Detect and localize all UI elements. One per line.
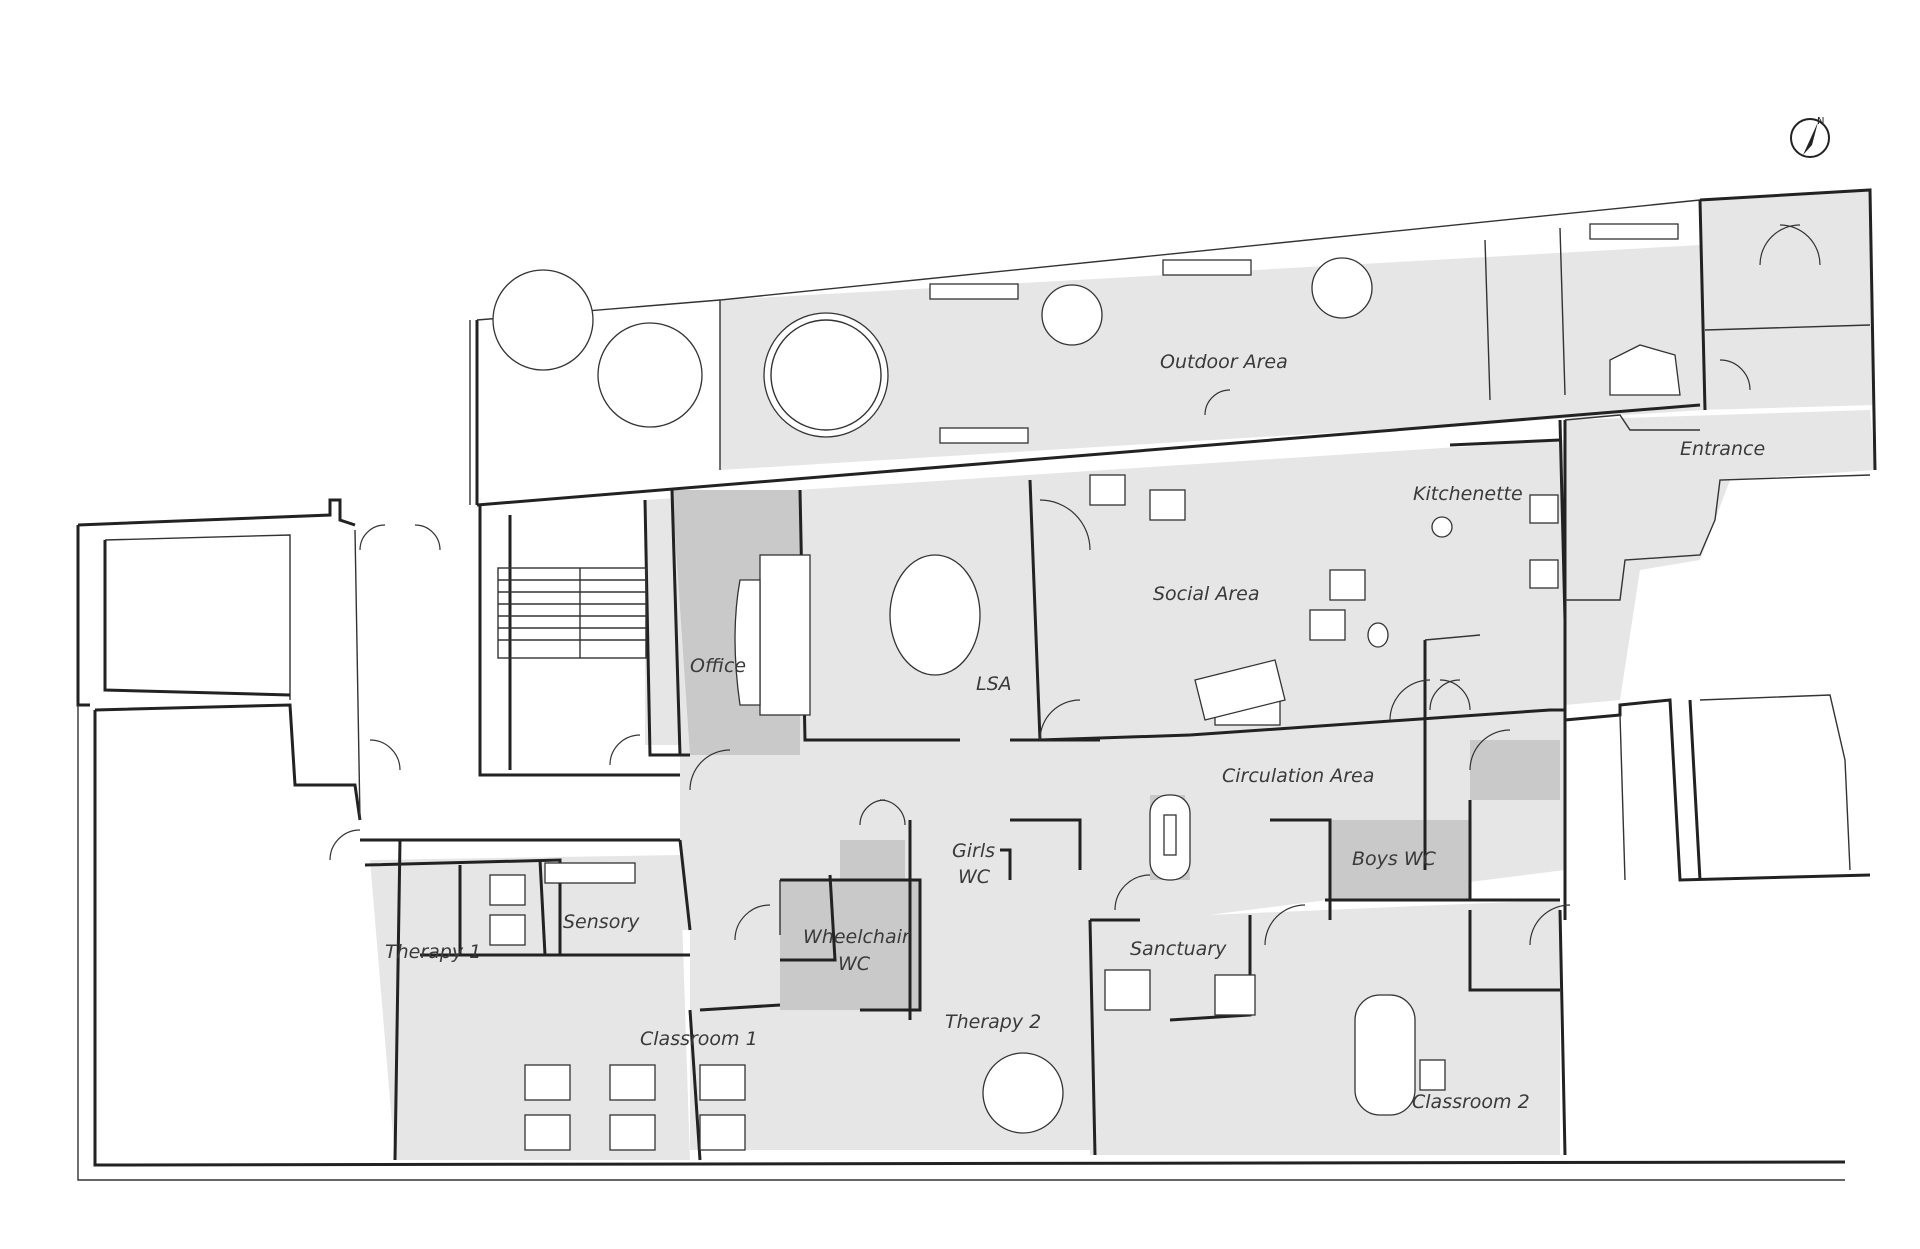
- north-arrow-icon: N: [1790, 116, 1830, 158]
- label-therapy-1: Therapy 1: [385, 941, 481, 963]
- label-wheelchair-wc-line2: WC: [838, 953, 871, 975]
- floor-shading: [370, 190, 1875, 1160]
- label-classroom-1: Classroom 1: [640, 1028, 758, 1050]
- label-girls-wc-line2: WC: [958, 866, 991, 888]
- label-entrance: Entrance: [1680, 438, 1765, 460]
- label-boys-wc: Boys WC: [1352, 848, 1437, 870]
- label-therapy-2: Therapy 2: [945, 1011, 1041, 1033]
- label-girls-wc-line1: Girls: [952, 840, 995, 862]
- label-kitchenette: Kitchenette: [1413, 483, 1523, 505]
- room-labels: Outdoor Area Entrance Kitchenette Social…: [385, 351, 1765, 1113]
- label-social-area: Social Area: [1153, 583, 1260, 605]
- walls: [76, 188, 1877, 1181]
- label-circulation-area: Circulation Area: [1222, 765, 1374, 787]
- label-office: Office: [690, 655, 746, 677]
- label-wheelchair-wc-line1: Wheelchair: [803, 926, 911, 948]
- label-classroom-2: Classroom 2: [1412, 1091, 1530, 1113]
- label-lsa: LSA: [976, 673, 1012, 695]
- interior-furniture: [489, 474, 1559, 1151]
- staircase: [497, 567, 647, 659]
- outdoor-furniture: [492, 223, 1681, 444]
- label-sanctuary: Sanctuary: [1130, 938, 1227, 960]
- doors: [329, 224, 1821, 946]
- label-outdoor-area: Outdoor Area: [1160, 351, 1288, 373]
- north-label: N: [1817, 116, 1824, 127]
- label-sensory: Sensory: [563, 911, 640, 933]
